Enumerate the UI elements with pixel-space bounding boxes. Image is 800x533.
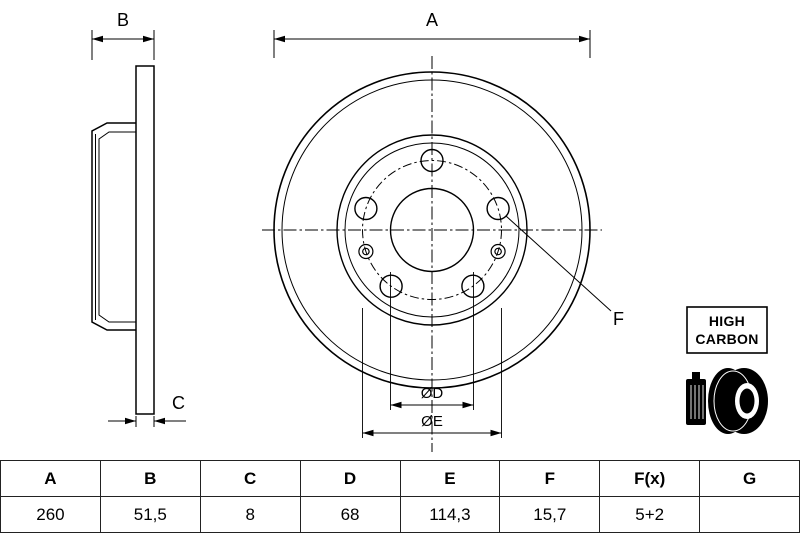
hat-outer-circle xyxy=(336,134,528,326)
outer-chamfer-circle xyxy=(281,79,583,381)
arrowhead xyxy=(362,429,374,437)
arrowhead xyxy=(125,417,136,425)
dimension-a xyxy=(273,30,591,58)
spec-value-e: 114,3 xyxy=(399,496,501,533)
spec-header-a: A xyxy=(0,460,101,497)
spec-header-b: B xyxy=(99,460,201,497)
arrowhead xyxy=(462,401,474,409)
high-carbon-badge: HIGH CARBON xyxy=(686,306,768,354)
spec-header-f: F xyxy=(499,460,601,497)
dimension-label-f: F xyxy=(613,309,624,329)
bolt-hole xyxy=(461,274,485,298)
spec-value-c: 8 xyxy=(199,496,301,533)
arrowhead xyxy=(154,417,165,425)
dimension-c xyxy=(108,416,186,427)
spec-header-d: D xyxy=(299,460,401,497)
high-carbon-line2: CARBON xyxy=(695,331,758,347)
dimension-d xyxy=(390,272,474,410)
bolt-hole xyxy=(486,196,510,221)
spec-header-fx: F(x) xyxy=(599,460,701,497)
center-bore-circle xyxy=(389,187,475,273)
spec-value-a: 260 xyxy=(0,496,101,533)
outer-diameter-circle xyxy=(273,71,591,389)
arrowhead xyxy=(143,35,154,43)
spec-header-c: C xyxy=(199,460,301,497)
arrowhead xyxy=(274,35,285,43)
dimension-b xyxy=(91,30,155,60)
arrowhead xyxy=(92,35,103,43)
side-view xyxy=(91,65,155,415)
arrowhead xyxy=(390,401,402,409)
spec-value-g xyxy=(699,496,800,533)
dimension-label-e: ØE xyxy=(421,413,443,430)
pin-hole xyxy=(358,243,374,260)
technical-drawing: B C xyxy=(91,10,768,452)
front-view xyxy=(262,56,602,452)
bolt-hole xyxy=(354,196,378,221)
arrowhead xyxy=(579,35,590,43)
spec-value-f: 15,7 xyxy=(499,496,601,533)
friction-ring-section xyxy=(135,65,155,415)
dimension-label-c: C xyxy=(172,393,185,413)
spec-value-row: 260 51,5 8 68 114,3 15,7 5+2 xyxy=(0,496,800,533)
dimension-e xyxy=(362,308,502,438)
spec-header-row: A B C D E F F(x) G xyxy=(0,460,800,497)
bolt-pitch-circle xyxy=(362,160,502,300)
dimension-label-a: A xyxy=(426,10,438,30)
spec-value-d: 68 xyxy=(299,496,401,533)
high-carbon-line1: HIGH xyxy=(709,313,745,329)
spec-header-g: G xyxy=(699,460,800,497)
dimension-label-d: ØD xyxy=(421,385,444,402)
spec-value-b: 51,5 xyxy=(99,496,201,533)
hat-inner-profile xyxy=(98,131,136,323)
bolt-hole xyxy=(420,148,444,173)
dimension-label-b: B xyxy=(117,10,129,30)
callout-leader-f xyxy=(505,215,612,312)
hat-step-circle xyxy=(344,142,520,318)
spray-can-icon xyxy=(686,372,706,425)
spec-value-fx: 5+2 xyxy=(599,496,701,533)
specification-table: A B C D E F F(x) G 260 51,5 8 68 114,3 1… xyxy=(0,460,800,533)
bolt-hole xyxy=(379,274,403,298)
spec-header-e: E xyxy=(399,460,501,497)
arrowhead xyxy=(490,429,502,437)
hat-outer-profile xyxy=(91,122,136,331)
pin-hole xyxy=(490,243,506,260)
coating-pictogram xyxy=(686,368,768,434)
brake-disc-icon xyxy=(708,368,768,434)
